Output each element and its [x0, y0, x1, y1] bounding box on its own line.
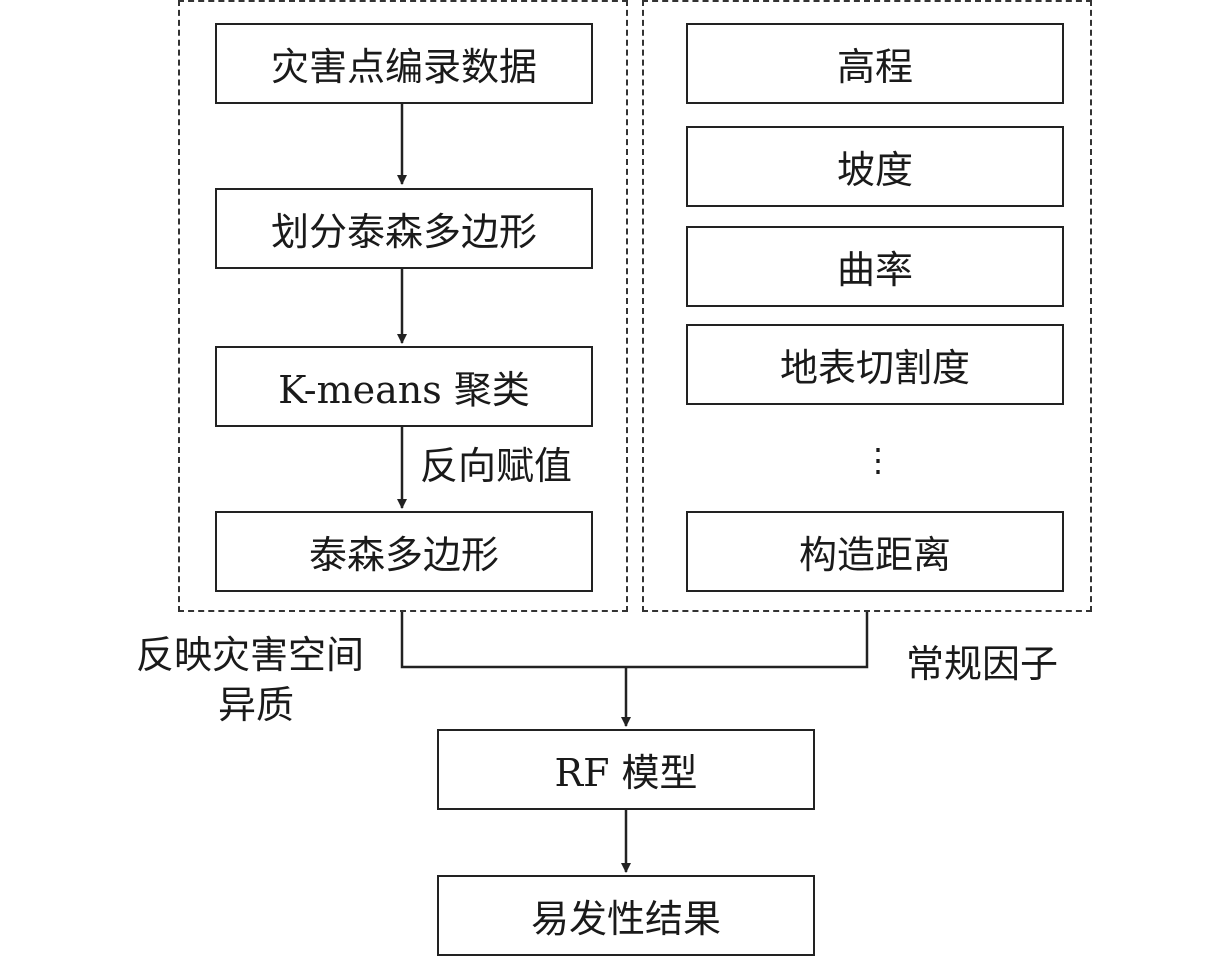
conventional-factors-group — [642, 0, 1092, 612]
factor-structure-distance: 构造距离 — [686, 511, 1064, 592]
step-thiessen-polygons: 泰森多边形 — [215, 511, 593, 592]
left-group-caption-line1: 反映灾害空间 — [136, 633, 365, 677]
factor-elevation: 高程 — [686, 23, 1064, 104]
right-group-caption: 常规因子 — [906, 642, 1059, 686]
reverse-assignment-label: 反向赋值 — [420, 444, 573, 488]
step-divide-thiessen-polygons: 划分泰森多边形 — [215, 188, 593, 269]
step-kmeans-clustering: K-means 聚类 — [215, 346, 593, 427]
more-factors-ellipsis: ⋮ — [862, 441, 894, 479]
left-group-caption-line2: 异质 — [218, 683, 295, 727]
rf-model-box: RF 模型 — [437, 729, 815, 810]
factor-curvature: 曲率 — [686, 226, 1064, 307]
susceptibility-result-box: 易发性结果 — [437, 875, 815, 956]
step-disaster-catalog-data: 灾害点编录数据 — [215, 23, 593, 104]
merge-line — [400, 612, 869, 669]
factor-slope: 坡度 — [686, 126, 1064, 207]
spatial-heterogeneity-group — [178, 0, 628, 612]
factor-surface-dissection: 地表切割度 — [686, 324, 1064, 405]
